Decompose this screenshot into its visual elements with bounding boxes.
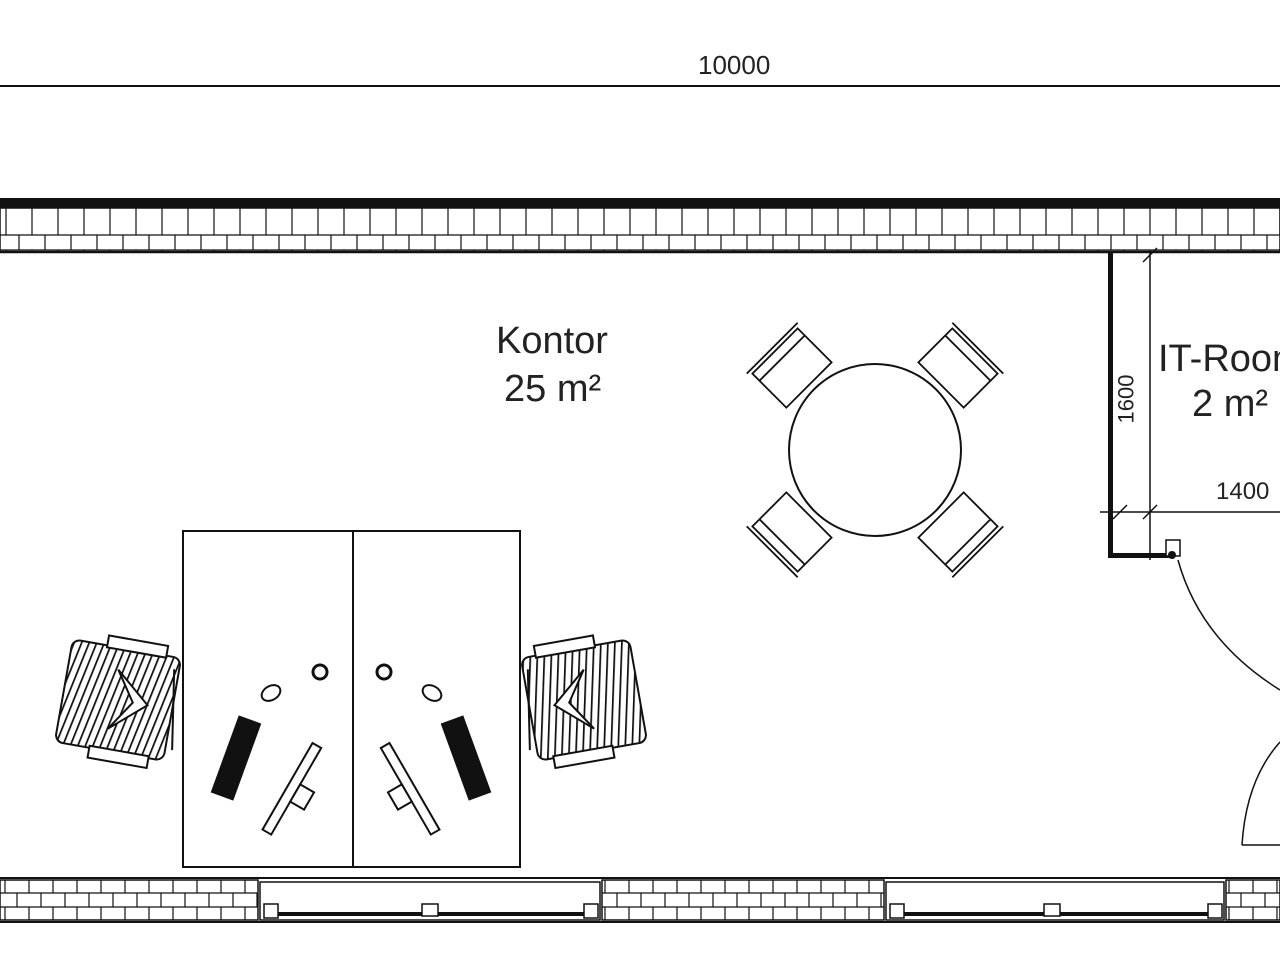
chair-top-right (917, 322, 1004, 409)
it-room-height-label: 1600 (1113, 374, 1139, 424)
chair-bottom-left (746, 491, 833, 578)
it-room-width-label: 1400 (1216, 478, 1270, 505)
overall-dimension-label: 10000 (698, 50, 771, 80)
round-table (788, 363, 962, 537)
window-right (885, 881, 1225, 921)
desk-right-items (375, 663, 492, 836)
door-swing (1177, 559, 1280, 846)
top-wall (0, 198, 1280, 254)
office-chair-right (521, 634, 647, 770)
it-room-partition (1100, 247, 1280, 560)
room-area-it-room: 2 m² (1192, 383, 1268, 425)
window-left (259, 881, 601, 921)
chair-top-left (746, 322, 833, 409)
bottom-wall (0, 877, 1280, 923)
room-area-kontor: 25 m² (504, 368, 602, 410)
desk-group (182, 530, 521, 868)
office-chair-left (55, 634, 181, 770)
room-name-it-room: IT-Room (1158, 338, 1280, 380)
desk-left-items (210, 663, 329, 836)
chair-bottom-right (917, 491, 1004, 578)
room-name-kontor: Kontor (496, 320, 608, 362)
